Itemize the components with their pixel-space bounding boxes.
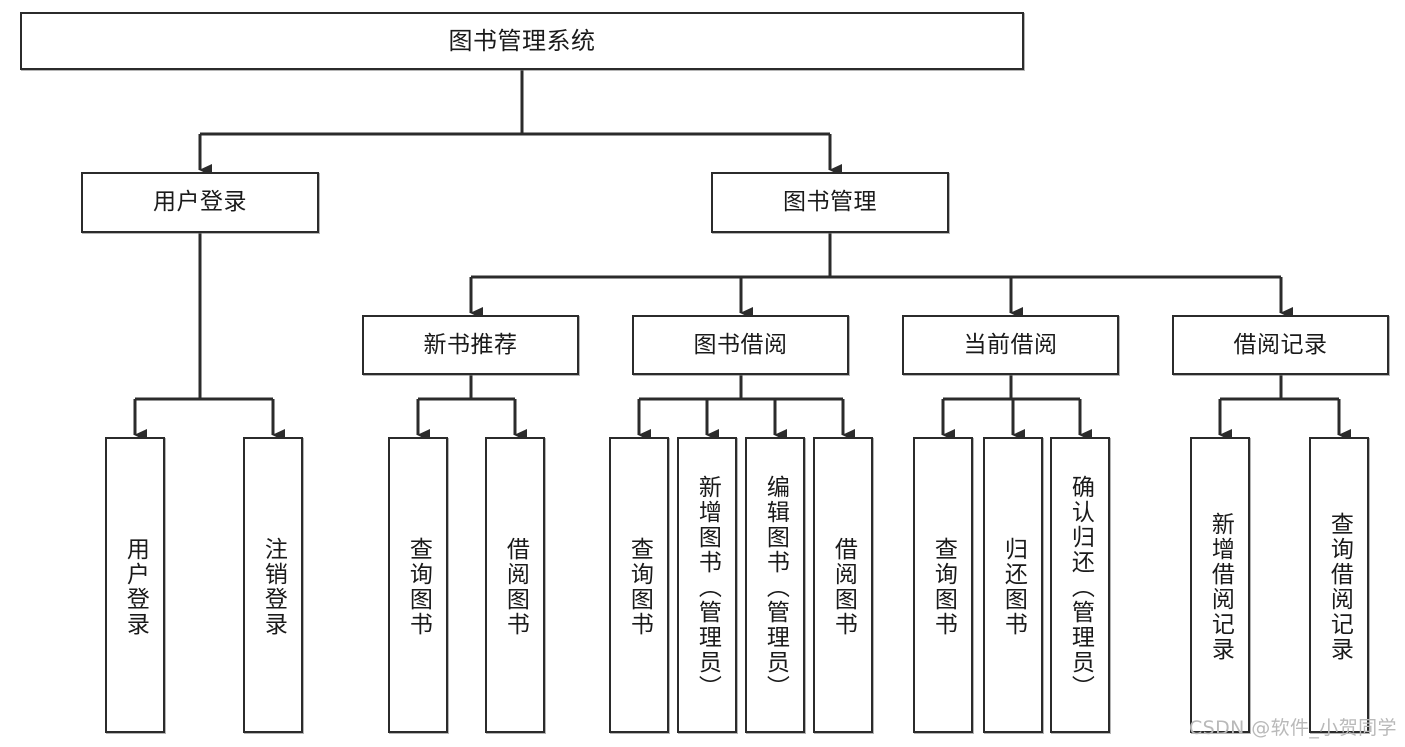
node-leaf_8[interactable]: 查询图书 [913, 437, 973, 733]
node-label: 注销登录 [260, 537, 287, 637]
node-label: 新增借阅记录 [1207, 512, 1234, 662]
node-l3_2[interactable]: 当前借阅 [902, 315, 1119, 375]
node-leaf_12[interactable]: 查询借阅记录 [1309, 437, 1369, 733]
node-label: 借阅图书 [502, 537, 529, 637]
node-label: 借阅记录 [1233, 331, 1328, 358]
node-l3_1[interactable]: 图书借阅 [632, 315, 849, 375]
node-leaf_9[interactable]: 归还图书 [983, 437, 1043, 733]
node-label: 查询图书 [930, 537, 957, 637]
node-l2_1[interactable]: 图书管理 [711, 172, 949, 233]
csdn-watermark: CSDN @软件_小贺同学 [1189, 717, 1397, 739]
node-label: 新增图书（管理员） [694, 474, 721, 700]
node-label: 确认归还（管理员） [1067, 474, 1094, 700]
edges-group [133, 70, 1351, 441]
node-label: 图书借阅 [693, 331, 788, 358]
node-leaf_0[interactable]: 用户登录 [105, 437, 165, 733]
node-leaf_4[interactable]: 查询图书 [609, 437, 669, 733]
node-l3_3[interactable]: 借阅记录 [1172, 315, 1389, 375]
node-label: 用户登录 [122, 537, 149, 637]
node-leaf_5[interactable]: 新增图书（管理员） [677, 437, 737, 733]
node-l2_0[interactable]: 用户登录 [81, 172, 319, 233]
node-label: 借阅图书 [830, 537, 857, 637]
node-leaf_2[interactable]: 查询图书 [388, 437, 448, 733]
node-label: 图书管理 [783, 189, 877, 216]
node-label: 用户登录 [153, 189, 247, 216]
node-label: 新书推荐 [423, 331, 518, 358]
node-l3_0[interactable]: 新书推荐 [362, 315, 579, 375]
node-leaf_11[interactable]: 新增借阅记录 [1190, 437, 1250, 733]
node-label: 当前借阅 [963, 331, 1058, 358]
node-leaf_6[interactable]: 编辑图书（管理员） [745, 437, 805, 733]
node-leaf_1[interactable]: 注销登录 [243, 437, 303, 733]
node-label: 归还图书 [1000, 537, 1027, 637]
node-root[interactable]: 图书管理系统 [20, 12, 1024, 70]
node-leaf_10[interactable]: 确认归还（管理员） [1050, 437, 1110, 733]
node-label: 查询图书 [626, 537, 653, 637]
node-label: 图书管理系统 [448, 26, 596, 55]
node-label: 编辑图书（管理员） [762, 474, 789, 700]
node-label: 查询借阅记录 [1326, 512, 1353, 662]
node-leaf_3[interactable]: 借阅图书 [485, 437, 545, 733]
node-leaf_7[interactable]: 借阅图书 [813, 437, 873, 733]
node-label: 查询图书 [405, 537, 432, 637]
